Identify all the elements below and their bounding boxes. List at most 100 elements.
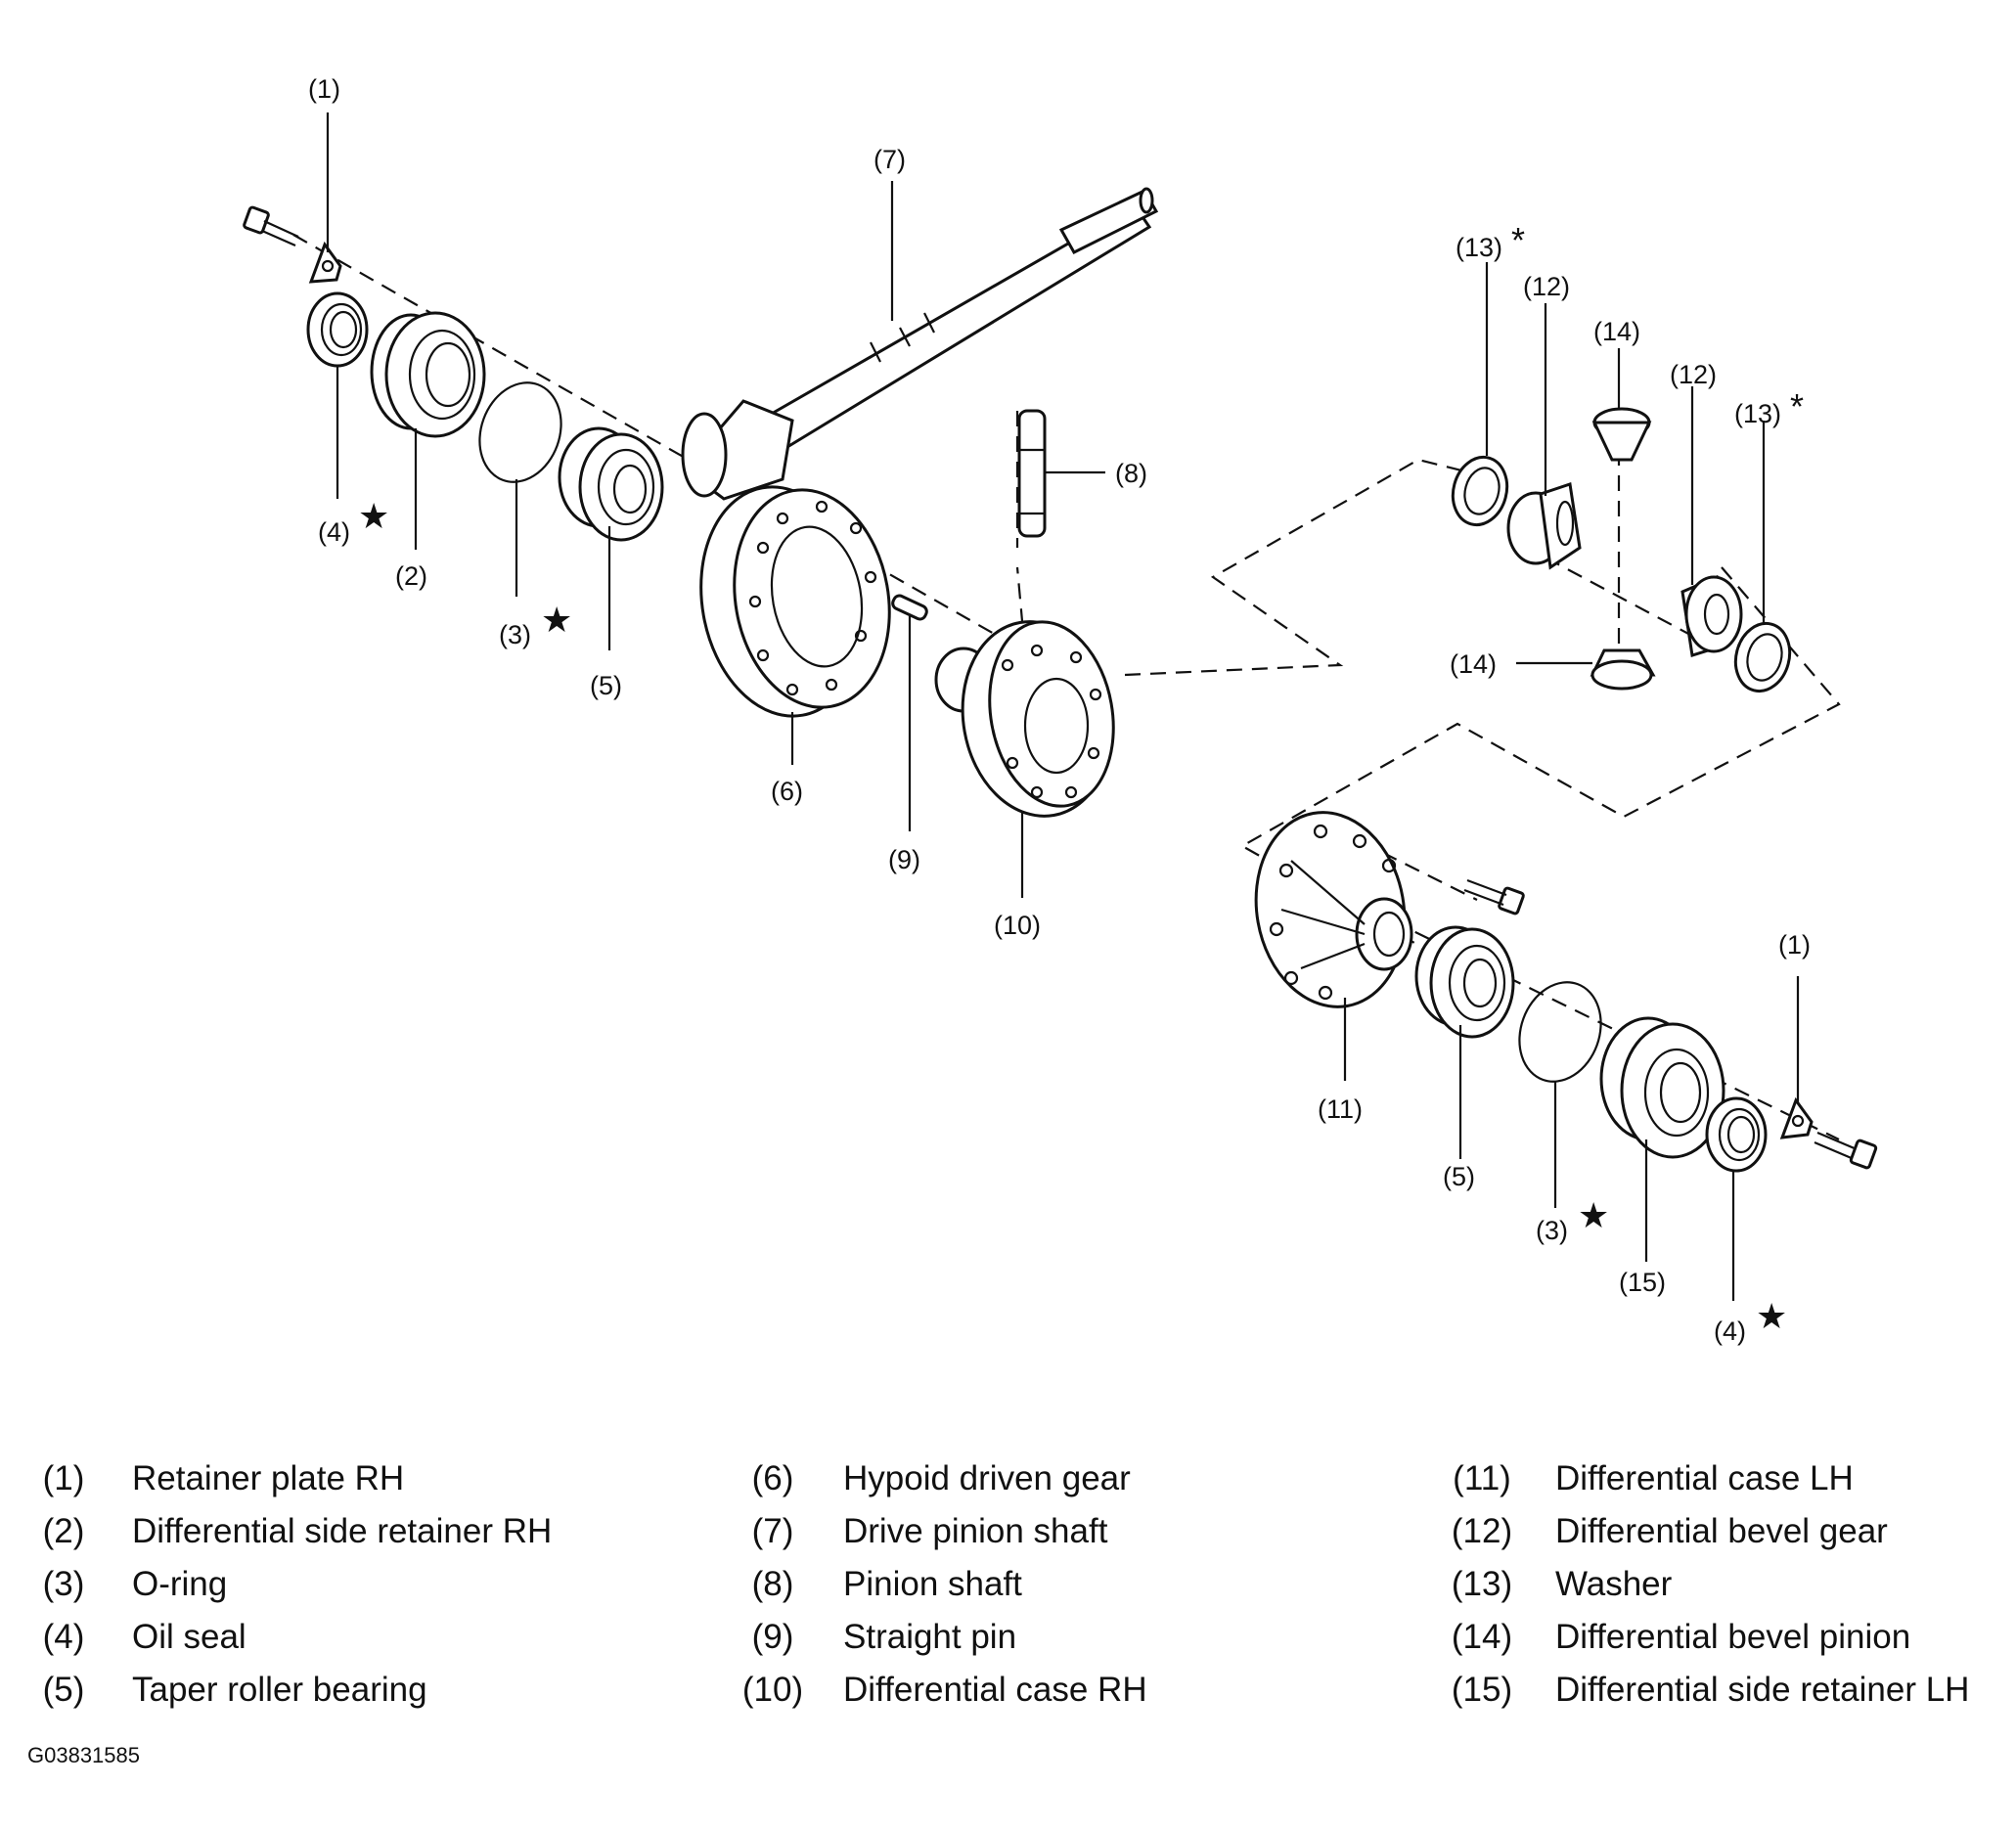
legend-item-name: Differential case RH (843, 1671, 1147, 1709)
callout-1-right: (1) (1778, 930, 1811, 960)
legend-item-number: (10) (741, 1671, 804, 1709)
differential-case-lh (1254, 811, 1413, 1008)
legend-item: (13) Washer (0, 1563, 2016, 1606)
legend-item-number: (6) (751, 1459, 794, 1497)
legend-item-number: (14) (1451, 1618, 1513, 1656)
o-ring-rh (478, 381, 562, 483)
callout-11: (11) (1318, 1094, 1363, 1124)
callout-1-top: (1) (308, 74, 340, 104)
legend-item-number: (11) (1453, 1459, 1511, 1497)
callout-15: (15) (1619, 1268, 1666, 1297)
legend-item-name: Differential side retainer LH (1555, 1671, 1970, 1709)
retainer-plate-rh (308, 241, 342, 284)
legend-item-name: Hypoid driven gear (843, 1459, 1131, 1497)
legend-item: (11) Differential case LH (0, 1457, 2016, 1500)
bevel-pinion-lower (1590, 648, 1656, 691)
assembly-axes (292, 234, 1841, 1140)
legend-item-number: (4) (42, 1618, 85, 1656)
callout-14-lower: (14) (1450, 649, 1497, 679)
side-retainer-lh (1599, 1016, 1725, 1159)
legend-item: (4) Oil seal (0, 1616, 2016, 1659)
star-mark: ★ (358, 496, 389, 536)
callout-2: (2) (395, 561, 427, 591)
legend-item-name: Washer (1555, 1565, 1673, 1603)
legend-item-number: (2) (42, 1512, 85, 1550)
bolt-lh (1814, 1131, 1878, 1170)
legend-item-name: Differential bevel pinion (1555, 1618, 1911, 1656)
callout-4-right: (4) (1714, 1317, 1746, 1346)
legend-item-name: O-ring (132, 1565, 228, 1603)
bolt-case-lh (1463, 878, 1525, 916)
washer-upper (1451, 455, 1509, 527)
parts-legend: (1) Retainer plate RH (2) Differential side… (0, 1457, 2016, 1751)
legend-item: (5)Taper roller bearing (0, 1669, 2016, 1712)
asterisk-mark: * (1511, 220, 1525, 260)
callout-5-right: (5) (1443, 1162, 1475, 1191)
legend-item-number: (9) (751, 1618, 794, 1656)
callout-12-upper: (12) (1523, 272, 1570, 301)
drive-pinion-shaft (681, 187, 1159, 501)
pinion-shaft (1017, 409, 1047, 538)
legend-item-name: Drive pinion shaft (843, 1512, 1108, 1550)
exploded-diagram: (1) (4) ★ (2) (3) ★ (5) (6) (7) (8) (9) … (243, 74, 1878, 1346)
hypoid-driven-gear (699, 485, 891, 718)
legend-item-number: (7) (751, 1512, 794, 1550)
legend-item: (15) Differential side retainer LH (0, 1669, 2016, 1712)
figure-code: G03831585 (27, 1743, 140, 1767)
legend-item-name: Differential case LH (1555, 1459, 1854, 1497)
legend-item-name: Taper roller bearing (132, 1671, 427, 1709)
legend-item: (9) Straight pin (0, 1616, 2016, 1659)
legend-item: (2) Differential side retainer RH (0, 1510, 2016, 1553)
star-mark: ★ (541, 600, 572, 640)
star-mark: ★ (1578, 1195, 1609, 1235)
legend-item-number: (1) (42, 1459, 85, 1497)
legend-item: (10) Differential case RH (0, 1669, 2016, 1712)
oil-seal-rh (306, 291, 369, 368)
legend-item-name: Retainer plate RH (132, 1459, 405, 1497)
callout-12-lower: (12) (1670, 360, 1717, 389)
bevel-pinion-upper (1591, 407, 1652, 462)
bolt-rh (243, 205, 299, 247)
legend-item: (12) Differential bevel gear (0, 1510, 2016, 1553)
callout-13-upper: (13) (1456, 233, 1502, 262)
callout-10: (10) (994, 911, 1041, 940)
legend-item: (8) Pinion shaft (0, 1563, 2016, 1606)
side-retainer-rh (370, 311, 486, 438)
callout-7: (7) (874, 145, 906, 174)
leader-lines (326, 112, 1800, 1301)
retainer-plate-lh (1779, 1096, 1814, 1139)
callout-9: (9) (888, 845, 920, 874)
legend-item-number: (3) (42, 1565, 85, 1603)
straight-pin (891, 594, 928, 621)
differential-case-rh (934, 620, 1115, 818)
legend-item-number: (12) (1451, 1512, 1513, 1550)
bevel-gear-lower (1680, 574, 1743, 657)
callout-4-left: (4) (318, 517, 350, 547)
legend-item: (6) Hypoid driven gear (0, 1457, 2016, 1500)
callout-14-upper: (14) (1593, 317, 1640, 346)
legend-item-number: (8) (751, 1565, 794, 1603)
legend-item-number: (13) (1451, 1565, 1513, 1603)
callout-3-left: (3) (499, 620, 531, 649)
oil-seal-lh (1705, 1096, 1768, 1173)
legend-item-name: Differential side retainer RH (132, 1512, 553, 1550)
legend-item: (14) Differential bevel pinion (0, 1616, 2016, 1659)
taper-roller-bearing-rh (558, 426, 664, 542)
legend-item-name: Differential bevel gear (1555, 1512, 1888, 1550)
callout-6: (6) (771, 777, 803, 806)
bevel-gear-upper (1506, 482, 1582, 570)
washer-lower (1733, 621, 1792, 693)
legend-item-name: Straight pin (843, 1618, 1017, 1656)
legend-item: (1) Retainer plate RH (0, 1457, 2016, 1500)
callout-3-right: (3) (1536, 1216, 1568, 1245)
asterisk-mark: * (1790, 386, 1804, 426)
legend-item-name: Oil seal (132, 1618, 246, 1656)
star-mark: ★ (1756, 1296, 1787, 1336)
legend-item-name: Pinion shaft (843, 1565, 1022, 1603)
legend-item: (7) Drive pinion shaft (0, 1510, 2016, 1553)
callout-13-lower: (13) (1734, 399, 1781, 428)
taper-roller-bearing-lh (1414, 925, 1515, 1039)
callout-5-left: (5) (590, 671, 622, 700)
o-ring-lh (1518, 981, 1602, 1083)
legend-item-number: (15) (1451, 1671, 1513, 1709)
